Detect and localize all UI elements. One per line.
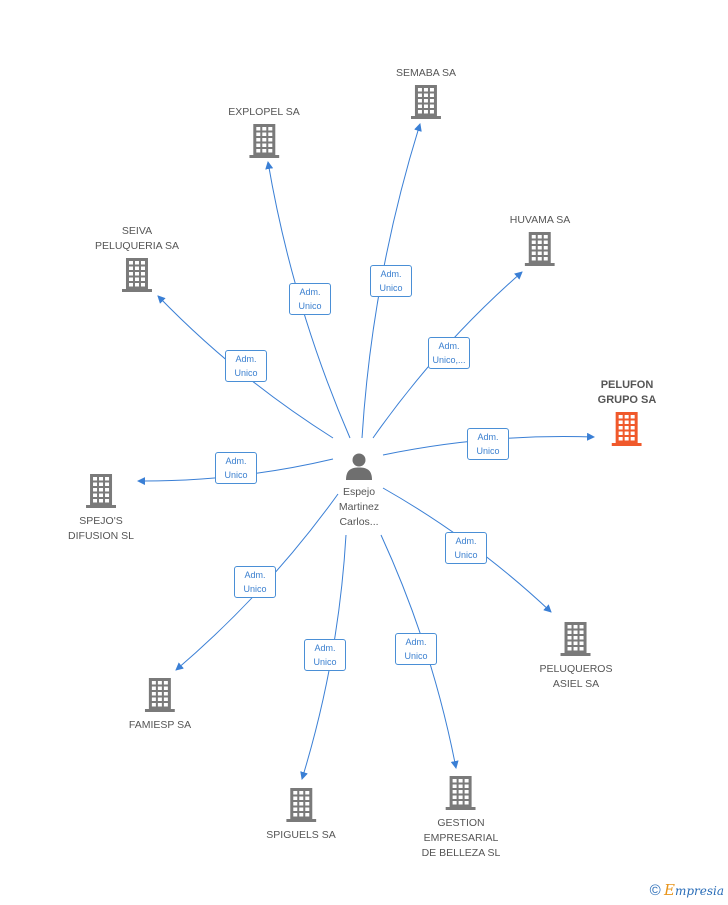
- company-node-spiguels[interactable]: SPIGUELS SA: [266, 788, 336, 843]
- company-name-line: SEMABA SA: [395, 67, 457, 79]
- relationship-label-line: Unico: [234, 368, 258, 378]
- relationship-label-line: Adm.: [225, 456, 247, 466]
- relationship-label-line: Adm.: [455, 536, 477, 546]
- relationship-label-line: Adm.: [477, 432, 499, 442]
- company-name-line: FAMIESP SA: [128, 719, 192, 731]
- relationship-label-line: Adm.: [244, 570, 266, 580]
- relationship-label-line: Unico: [379, 283, 403, 293]
- company-name: SEIVA PELUQUERIA SA: [95, 224, 179, 254]
- person-icon: [346, 453, 372, 480]
- building-icon: [285, 788, 316, 822]
- relationship-label-line: Unico: [243, 584, 267, 594]
- brand-first-letter: E: [663, 881, 675, 899]
- relationship-label-peluqueros[interactable]: Adm. Unico: [445, 532, 487, 564]
- company-node-famiesp[interactable]: FAMIESP SA: [129, 678, 191, 733]
- company-name-line: SPIGUELS SA: [266, 829, 336, 841]
- relationship-label-spiguels[interactable]: Adm. Unico: [304, 639, 346, 671]
- company-name-line: EXPLOPEL SA: [228, 106, 300, 118]
- brand-watermark: © Empresia: [650, 881, 724, 899]
- relationship-label-line: Unico: [476, 446, 500, 456]
- relationship-label-spejos[interactable]: Adm. Unico: [215, 452, 257, 484]
- company-name: PELUQUEROS ASIEL SA: [540, 662, 613, 692]
- company-name-line: GRUPO SA: [597, 394, 657, 406]
- company-node-spejos[interactable]: SPEJO'S DIFUSION SL: [68, 474, 134, 544]
- relationship-label-famiesp[interactable]: Adm. Unico: [234, 566, 276, 598]
- center-person-name: Espejo Martinez Carlos...: [319, 485, 399, 530]
- company-name: SEMABA SA: [396, 66, 456, 81]
- relationship-label-line: Unico: [313, 657, 337, 667]
- building-icon: [445, 776, 476, 810]
- brand-name-rest: mpresia: [674, 884, 724, 898]
- company-name-line: SEIVA: [121, 225, 153, 237]
- building-icon: [249, 124, 279, 158]
- relationship-label-line: Adm.: [235, 354, 257, 364]
- company-name-line: DIFUSION SL: [68, 530, 134, 542]
- building-icon: [145, 678, 175, 712]
- company-node-huvama[interactable]: HUVAMA SA: [510, 213, 571, 266]
- company-name: SPIGUELS SA: [266, 828, 335, 843]
- company-name-line: DE BELLEZA SL: [421, 847, 501, 859]
- company-node-semaba[interactable]: SEMABA SA: [396, 66, 456, 119]
- center-person-node[interactable]: Espejo Martinez Carlos...: [319, 452, 399, 530]
- company-name: GESTION EMPRESARIAL DE BELLEZA SL: [422, 816, 501, 861]
- company-name: EXPLOPEL SA: [228, 105, 299, 120]
- company-name: FAMIESP SA: [129, 718, 191, 733]
- building-icon: [410, 85, 441, 119]
- company-node-explopel[interactable]: EXPLOPEL SA: [228, 105, 300, 158]
- company-name: PELUFON GRUPO SA: [598, 378, 657, 408]
- company-name-line: EMPRESARIAL: [423, 832, 499, 844]
- center-name-line: Espejo: [342, 486, 376, 498]
- company-node-peluqueros[interactable]: PELUQUEROS ASIEL SA: [540, 622, 613, 692]
- company-name: SPEJO'S DIFUSION SL: [68, 514, 134, 544]
- relationship-label-semaba[interactable]: Adm. Unico: [370, 265, 412, 297]
- relationship-label-line: Adm.: [299, 287, 321, 297]
- company-name-line: PELUQUERIA SA: [94, 240, 180, 252]
- company-node-seiva[interactable]: SEIVA PELUQUERIA SA: [95, 224, 179, 292]
- relationship-label-explopel[interactable]: Adm. Unico: [289, 283, 331, 315]
- center-name-line: Martinez: [338, 501, 380, 513]
- company-name-line: HUVAMA SA: [509, 214, 571, 226]
- building-icon: [612, 412, 642, 446]
- relationship-label-huvama[interactable]: Adm. Unico,...: [428, 337, 470, 369]
- relationship-label-pelufon[interactable]: Adm. Unico: [467, 428, 509, 460]
- company-node-pelufon[interactable]: PELUFON GRUPO SA: [598, 378, 657, 446]
- company-node-gestion[interactable]: GESTION EMPRESARIAL DE BELLEZA SL: [422, 776, 501, 861]
- relationship-label-line: Adm.: [405, 637, 427, 647]
- company-name: HUVAMA SA: [510, 213, 571, 228]
- relationship-label-line: Unico: [298, 301, 322, 311]
- relationship-label-line: Unico: [224, 470, 248, 480]
- company-name-line: PELUFON: [600, 379, 654, 391]
- building-icon: [122, 258, 152, 292]
- relationship-label-line: Unico: [454, 550, 478, 560]
- company-name-line: SPEJO'S: [79, 515, 123, 527]
- relationship-label-line: Unico: [404, 651, 428, 661]
- copyright-symbol: ©: [649, 882, 661, 899]
- relationship-label-seiva[interactable]: Adm. Unico: [225, 350, 267, 382]
- relationship-label-line: Unico,...: [432, 355, 466, 365]
- building-icon: [86, 474, 116, 508]
- center-name-line: Carlos...: [339, 516, 379, 528]
- company-name-line: ASIEL SA: [552, 678, 600, 690]
- building-icon: [525, 232, 555, 266]
- relationship-label-gestion[interactable]: Adm. Unico: [395, 633, 437, 665]
- company-name-line: GESTION: [437, 817, 485, 829]
- building-icon: [561, 622, 591, 656]
- relationship-label-line: Adm.: [380, 269, 402, 279]
- company-name-line: PELUQUEROS: [539, 663, 613, 675]
- relationship-label-line: Adm.: [438, 341, 460, 351]
- relationship-label-line: Adm.: [314, 643, 336, 653]
